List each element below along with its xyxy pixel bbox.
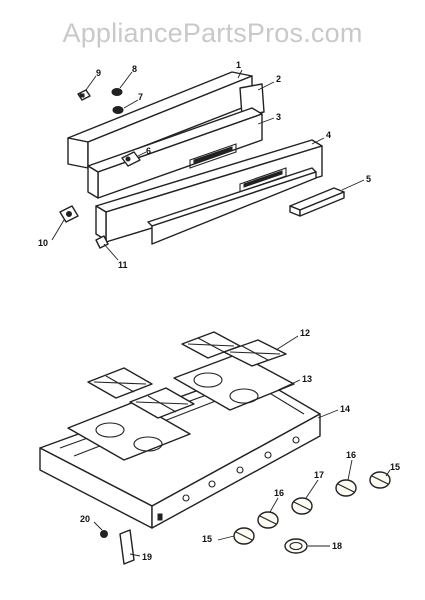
part-13-burner-box-right (173, 353, 295, 411)
part-12-grate-front-left (87, 367, 153, 399)
callout-16-right: 16 (346, 450, 356, 460)
part-2-end-cap (239, 83, 265, 117)
part-16-knob-right (335, 479, 357, 497)
callout-9: 9 (96, 68, 101, 78)
callout-3: 3 (276, 112, 281, 122)
callout-16-left: 16 (274, 488, 284, 498)
callout-15-right: 15 (390, 462, 400, 472)
callout-numbers: 1 2 3 4 5 6 7 8 9 10 11 12 13 14 15 15 1… (38, 60, 400, 562)
part-17-knob (291, 497, 313, 515)
callout-5: 5 (366, 174, 371, 184)
part-5-handle (289, 187, 345, 217)
part-20-screw (100, 530, 108, 538)
part-6-bracket (121, 151, 141, 167)
callout-7: 7 (138, 92, 143, 102)
callout-11: 11 (118, 260, 128, 270)
part-4-lower-panel (95, 139, 323, 245)
part-15-knob-left (233, 527, 255, 545)
watermark-text: AppliancePartsPros.com (62, 18, 363, 48)
callout-12: 12 (300, 328, 310, 338)
callout-4: 4 (326, 130, 331, 140)
part-8-grommet (111, 88, 123, 96)
callout-13: 13 (302, 374, 312, 384)
callout-19: 19 (142, 552, 152, 562)
leader-lines (51, 69, 391, 557)
callout-18: 18 (332, 541, 342, 551)
part-19-bracket (119, 529, 135, 565)
part-15-knob-right (369, 471, 391, 489)
part-7-grommet (112, 106, 124, 114)
part-16-knob-left (257, 511, 279, 529)
callout-2: 2 (276, 74, 281, 84)
part-12-grate-front-right (129, 387, 195, 419)
part-13-burner-box-left (67, 401, 191, 461)
callout-17: 17 (314, 470, 324, 480)
callout-20: 20 (80, 514, 90, 524)
callout-6: 6 (146, 146, 151, 156)
callout-14: 14 (340, 404, 350, 414)
part-1-backguard-top (67, 71, 253, 169)
part-12-grate-rear-right (223, 339, 287, 367)
part-10-clip (59, 205, 79, 223)
callout-15-left: 15 (202, 534, 212, 544)
part-18-bezel (284, 538, 308, 554)
part-14-main-top (39, 371, 321, 529)
callout-10: 10 (38, 238, 48, 248)
part-9-clip (77, 89, 91, 101)
callout-1: 1 (236, 60, 241, 70)
callout-8: 8 (132, 64, 137, 74)
